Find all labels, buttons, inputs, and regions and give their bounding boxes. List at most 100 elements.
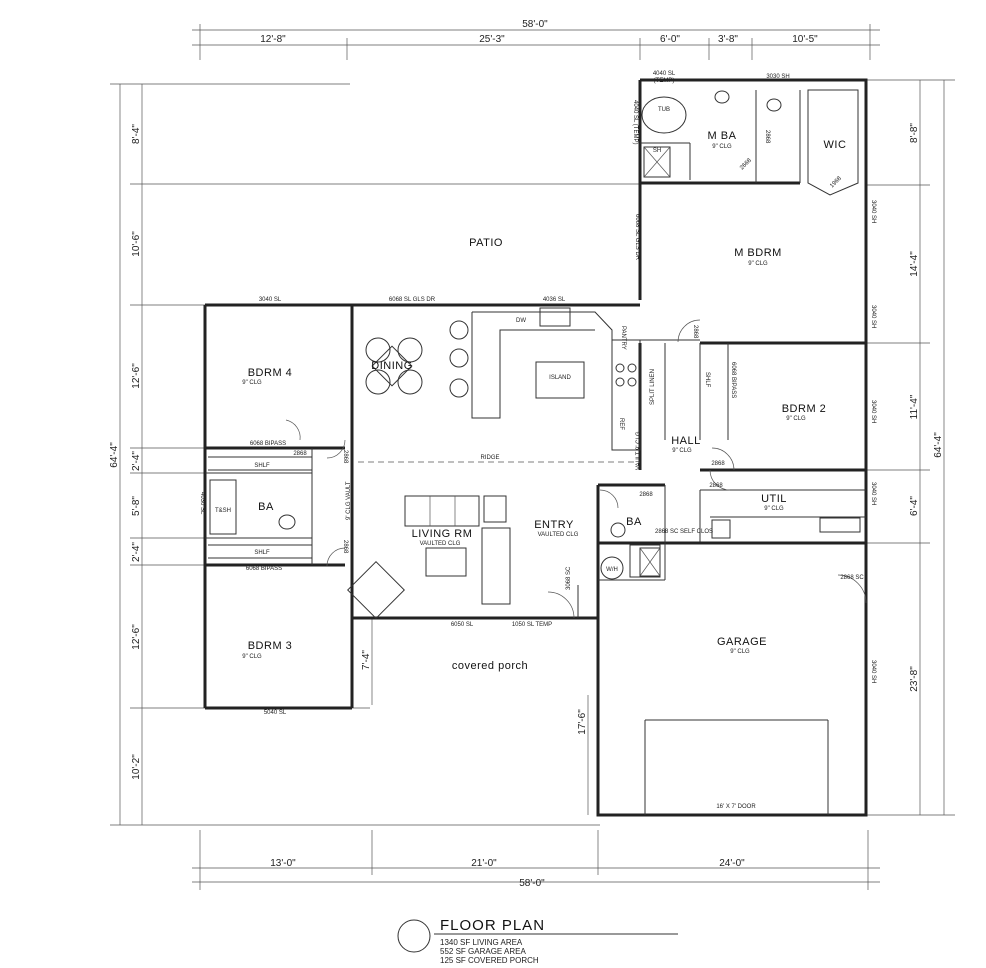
label-vault-hall: VAULT 9' CLG	[636, 431, 642, 470]
dim-top-a: 12'-8"	[260, 34, 286, 45]
callout-shlf-a: SHLF	[254, 463, 270, 469]
label-living-room-clg: VAULTED CLG	[420, 541, 461, 547]
label-dining: DINING	[371, 360, 413, 372]
left-dimensions: 8'-4" 10'-6" 12'-6" 2'-4" 5'-8" 2'-4" 12…	[109, 83, 640, 826]
callout-6068-bipass-b: 6068 BIPASS	[246, 566, 282, 572]
label-patio: PATIO	[469, 237, 503, 249]
label-wic: WIC	[824, 139, 847, 151]
label-vault-living: 9' CLG VAULT	[346, 481, 352, 520]
title-block: FLOOR PLAN 1340 SF LIVING AREA 552 SF GA…	[397, 917, 678, 965]
dim-right-2: 14'-4"	[909, 251, 920, 277]
callout-shlf-c: SHLF	[704, 372, 710, 388]
callout-2868-c: 2868	[692, 325, 698, 339]
callout-1968: 1968	[829, 175, 843, 189]
label-bedroom-4: BDRM 4	[248, 367, 293, 379]
dim-left-3: 12'-6"	[131, 363, 142, 389]
label-bath-1: BA	[258, 501, 274, 513]
dim-right-total: 64'-4"	[933, 432, 944, 458]
callout-3030: 3030 SH	[766, 74, 789, 80]
callout-6068-gls: 6068 SL GLS DR	[389, 297, 436, 303]
dim-bottom-a: 13'-0"	[270, 858, 296, 869]
callout-1050: 1050 SL TEMP	[512, 622, 552, 628]
dim-left-4: 2'-4"	[131, 451, 142, 471]
dim-bottom-c: 24'-0"	[719, 858, 745, 869]
dim-bottom-b: 21'-0"	[471, 858, 497, 869]
dim-top-c: 6'-0"	[660, 34, 680, 45]
callout-2668: 2668	[739, 157, 753, 171]
callout-3040-sh-e: 3040 SH	[870, 660, 876, 683]
callout-5040-bottom: 5040 SL	[264, 710, 287, 716]
dim-left-7: 12'-6"	[131, 624, 142, 650]
label-tub: TUB	[658, 107, 670, 113]
callout-4030: 4030 SL	[199, 492, 205, 515]
callout-2868-b: 2868	[342, 540, 348, 554]
callout-3040-sh-b: 3040 SH	[870, 305, 876, 328]
dim-right-5: 23'-8"	[909, 666, 920, 692]
callout-4040-mba: 4040 SL	[653, 71, 676, 77]
label-island: ISLAND	[549, 375, 571, 381]
callout-4036: 4036 SL	[543, 297, 566, 303]
label-bedroom-3: BDRM 3	[248, 640, 293, 652]
north-circle-icon	[397, 919, 431, 953]
label-garage: GARAGE	[717, 636, 767, 648]
dim-top-d: 3'-8"	[718, 34, 738, 45]
callout-6068-bipass-a: 6068 BIPASS	[250, 441, 286, 447]
dim-left-2: 10'-6"	[131, 231, 142, 257]
label-shower: SH	[653, 148, 661, 154]
label-ridge: RIDGE	[480, 455, 499, 461]
label-covered-porch: covered porch	[452, 660, 528, 672]
label-utility-clg: 9" CLG	[764, 506, 784, 512]
label-pantry: PANTRY	[620, 326, 626, 350]
callout-2868-sc: 2868 SC	[840, 575, 864, 581]
callout-2868-h: 2868	[764, 130, 770, 144]
label-entry-clg: VAULTED CLG	[538, 532, 579, 538]
room-labels: PATIO M BA 9" CLG WIC TUB SH M BDRM 9" C…	[215, 107, 846, 810]
dim-left-6: 2'-4"	[131, 542, 142, 562]
dim-garage-offset: 17'-6"	[577, 709, 588, 735]
label-dishwasher: DW	[516, 318, 526, 324]
dim-left-8: 10'-2"	[131, 754, 142, 780]
label-master-bedroom-clg: 9" CLG	[748, 261, 768, 267]
interior-walls	[205, 89, 866, 618]
plan-note-garage-area: 552 SF GARAGE AREA	[440, 947, 526, 956]
label-split-linen: SPLIT LINEN	[650, 369, 656, 405]
label-refrigerator: REF	[618, 418, 624, 430]
label-master-bath: M BA	[708, 130, 737, 142]
callout-6068-side: 6068 SL GLS DR	[634, 214, 640, 261]
callout-3040-bdrm4: 3040 SL	[259, 297, 282, 303]
label-water-heater: W/H	[606, 567, 618, 573]
dim-top-e: 10'-5"	[792, 34, 818, 45]
callout-2868-d: 2868	[711, 461, 725, 467]
callout-3040-sh-a: 3040 SH	[870, 200, 876, 223]
plan-note-living-area: 1340 SF LIVING AREA	[440, 938, 523, 947]
dim-right-1: 8'-8"	[909, 123, 920, 143]
dim-left-1: 8'-4"	[131, 124, 142, 144]
dim-bottom-total: 58'-0"	[519, 878, 545, 889]
callout-3068: 3068 SC	[566, 566, 572, 590]
dim-porch-depth: 7'-4"	[361, 650, 372, 670]
callout-2868-e: 2868	[709, 483, 723, 489]
label-hall: HALL	[671, 435, 701, 447]
callout-2868-a: 2868	[342, 450, 348, 464]
plan-title: FLOOR PLAN	[440, 917, 545, 934]
callout-2868-f: 2868	[639, 492, 653, 498]
label-bath-2: BA	[626, 516, 642, 528]
dim-right-3: 11'-4"	[909, 394, 920, 419]
dim-left-total: 64'-4"	[109, 442, 120, 468]
dim-top-b: 25'-3"	[479, 34, 505, 45]
label-bedroom-2-clg: 9" CLG	[786, 416, 806, 422]
label-bedroom-4-clg: 9" CLG	[242, 380, 262, 386]
label-master-bedroom: M BDRM	[734, 247, 782, 259]
callout-3040-sh-c: 3040 SH	[870, 400, 876, 423]
dim-left-5: 5'-8"	[131, 496, 142, 516]
bottom-dimensions: 13'-0" 21'-0" 24'-0" 58'-0"	[192, 830, 880, 890]
callout-2868-sc-self: 2868 SC SELF CLOS	[655, 529, 713, 535]
label-hall-clg: 9" CLG	[672, 448, 692, 454]
right-dimensions: 8'-8" 14'-4" 11'-4" 6'-4" 23'-8" 64'-4"	[866, 79, 955, 816]
callout-4040-side: 4040 SL (TEMP)	[632, 100, 638, 144]
callout-2868-g: 2868	[293, 451, 307, 457]
dim-right-4: 6'-4"	[909, 496, 920, 516]
callout-6068-bipass-c: 6068 BIPASS	[730, 362, 736, 398]
callout-3040-sh-d: 3040 SH	[870, 482, 876, 505]
label-garage-clg: 9" CLG	[730, 649, 750, 655]
